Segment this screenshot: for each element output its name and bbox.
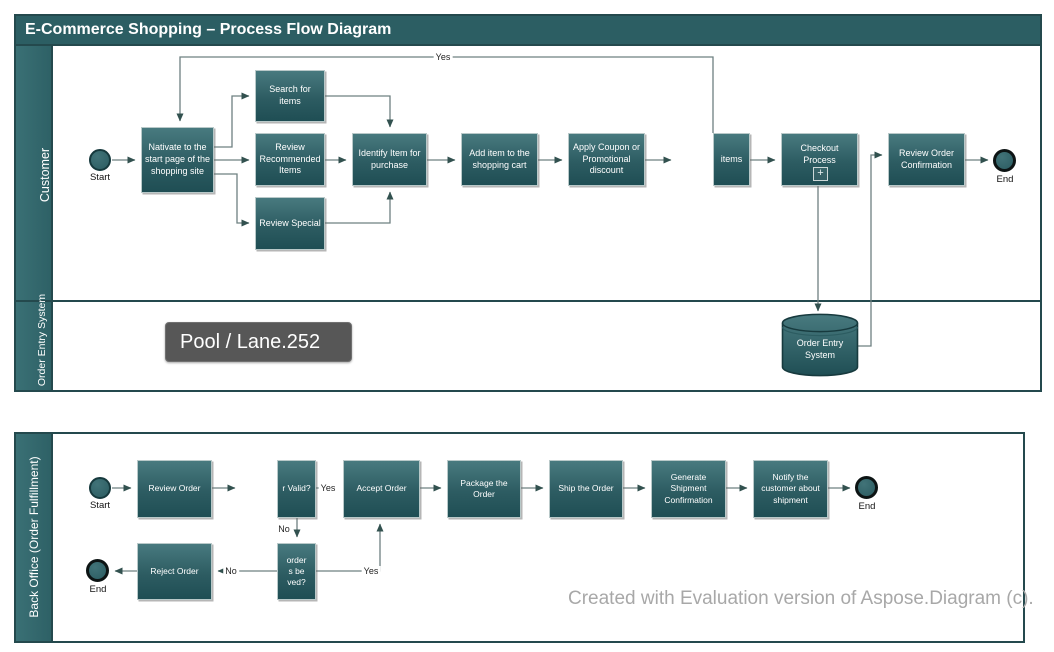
edge-label-yes-resolved: Yes bbox=[361, 566, 381, 576]
task-accept-order-label: Accept Order bbox=[356, 483, 407, 494]
task-more-items-label: items bbox=[720, 153, 743, 164]
lane-strip-back-office bbox=[16, 434, 53, 641]
task-checkout-process: Checkout Process bbox=[781, 133, 858, 186]
task-add-to-cart-label: Add item to the shopping cart bbox=[469, 147, 530, 170]
end-event-back-office-label: End bbox=[858, 501, 876, 512]
task-ship-order-label: Ship the Order bbox=[558, 483, 614, 494]
task-search-label: Search for items bbox=[269, 84, 311, 106]
pool-title: E-Commerce Shopping – Process Flow Diagr… bbox=[16, 16, 1040, 46]
task-navigate-label: Nativate to the start page of the shoppi… bbox=[144, 142, 211, 176]
end-event-customer bbox=[993, 149, 1016, 172]
task-review-order-label: Review Order bbox=[148, 483, 201, 494]
lane-label-customer: Customer bbox=[37, 147, 52, 203]
task-generate-confirmation-label: Generate Shipment Confirmation bbox=[664, 472, 713, 505]
end-event-reject bbox=[86, 559, 109, 582]
end-event-reject-label: End bbox=[89, 584, 107, 595]
lane-divider bbox=[16, 300, 1040, 302]
edge-label-no-valid: No bbox=[276, 524, 292, 534]
end-event-customer-label: End bbox=[996, 174, 1014, 185]
task-review-special-label: Review Special bbox=[259, 217, 321, 228]
task-resolve-clipped: order s be ved? bbox=[277, 543, 316, 600]
start-event-customer-label: Start bbox=[89, 172, 111, 183]
database-label: Order Entry System bbox=[796, 338, 844, 360]
end-event-back-office bbox=[855, 476, 878, 499]
task-order-valid-label: r Valid? bbox=[282, 483, 311, 494]
task-review-recommended: Review Recommended Items bbox=[255, 133, 325, 186]
task-generate-confirmation: Generate Shipment Confirmation bbox=[651, 460, 726, 518]
task-review-confirmation-label: Review Order Confirmation bbox=[898, 147, 954, 170]
start-event-back-office bbox=[89, 477, 111, 499]
subprocess-expand-icon: + bbox=[813, 167, 828, 181]
task-reject-order-label: Reject Order bbox=[150, 565, 199, 576]
evaluation-watermark: Created with Evaluation version of Aspos… bbox=[568, 588, 1034, 609]
task-review-recommended-label: Review Recommended Items bbox=[259, 141, 321, 176]
task-order-valid-clipped: r Valid? bbox=[277, 460, 316, 518]
task-checkout-label: Checkout Process bbox=[800, 142, 839, 165]
start-event-back-office-label: Start bbox=[89, 500, 111, 511]
lane-strip-customer bbox=[16, 46, 53, 300]
start-event-customer bbox=[89, 149, 111, 171]
task-apply-coupon-label: Apply Coupon or Promotional discount bbox=[572, 141, 641, 176]
database-cylinder bbox=[781, 313, 859, 377]
task-review-special: Review Special bbox=[255, 197, 325, 250]
task-reject-order: Reject Order bbox=[137, 543, 212, 600]
edge-label-yes-valid: Yes bbox=[318, 483, 338, 493]
lane-strip-order-entry bbox=[16, 302, 53, 390]
task-navigate-start-page: Nativate to the start page of the shoppi… bbox=[141, 127, 214, 193]
pool-lane-tooltip: Pool / Lane.252 bbox=[165, 322, 352, 362]
task-add-to-cart: Add item to the shopping cart bbox=[461, 133, 538, 186]
edge-label-no-resolved: No bbox=[223, 566, 239, 576]
edge-label-yes-loop: Yes bbox=[433, 52, 453, 62]
task-notify-customer: Notify the customer about shipment bbox=[753, 460, 828, 518]
task-apply-coupon: Apply Coupon or Promotional discount bbox=[568, 133, 645, 186]
task-notify-customer-label: Notify the customer about shipment bbox=[761, 472, 820, 505]
task-ship-order: Ship the Order bbox=[549, 460, 623, 518]
lane-label-back-office: Back Office (Order Fulfillment) bbox=[27, 456, 42, 618]
task-package-order: Package the Order bbox=[447, 460, 521, 518]
task-more-items-clipped: items bbox=[713, 133, 750, 186]
task-resolve-label: order s be ved? bbox=[286, 554, 307, 588]
task-review-confirmation: Review Order Confirmation bbox=[888, 133, 965, 186]
lane-label-order-entry-system: Order Entry System bbox=[35, 293, 48, 387]
task-identify-item: Identify Item for purchase bbox=[352, 133, 427, 186]
task-search-items: Search for items bbox=[255, 70, 325, 122]
task-accept-order: Accept Order bbox=[343, 460, 420, 518]
task-package-order-label: Package the Order bbox=[460, 477, 508, 499]
task-identify-item-label: Identify Item for purchase bbox=[358, 147, 421, 170]
task-review-order: Review Order bbox=[137, 460, 212, 518]
